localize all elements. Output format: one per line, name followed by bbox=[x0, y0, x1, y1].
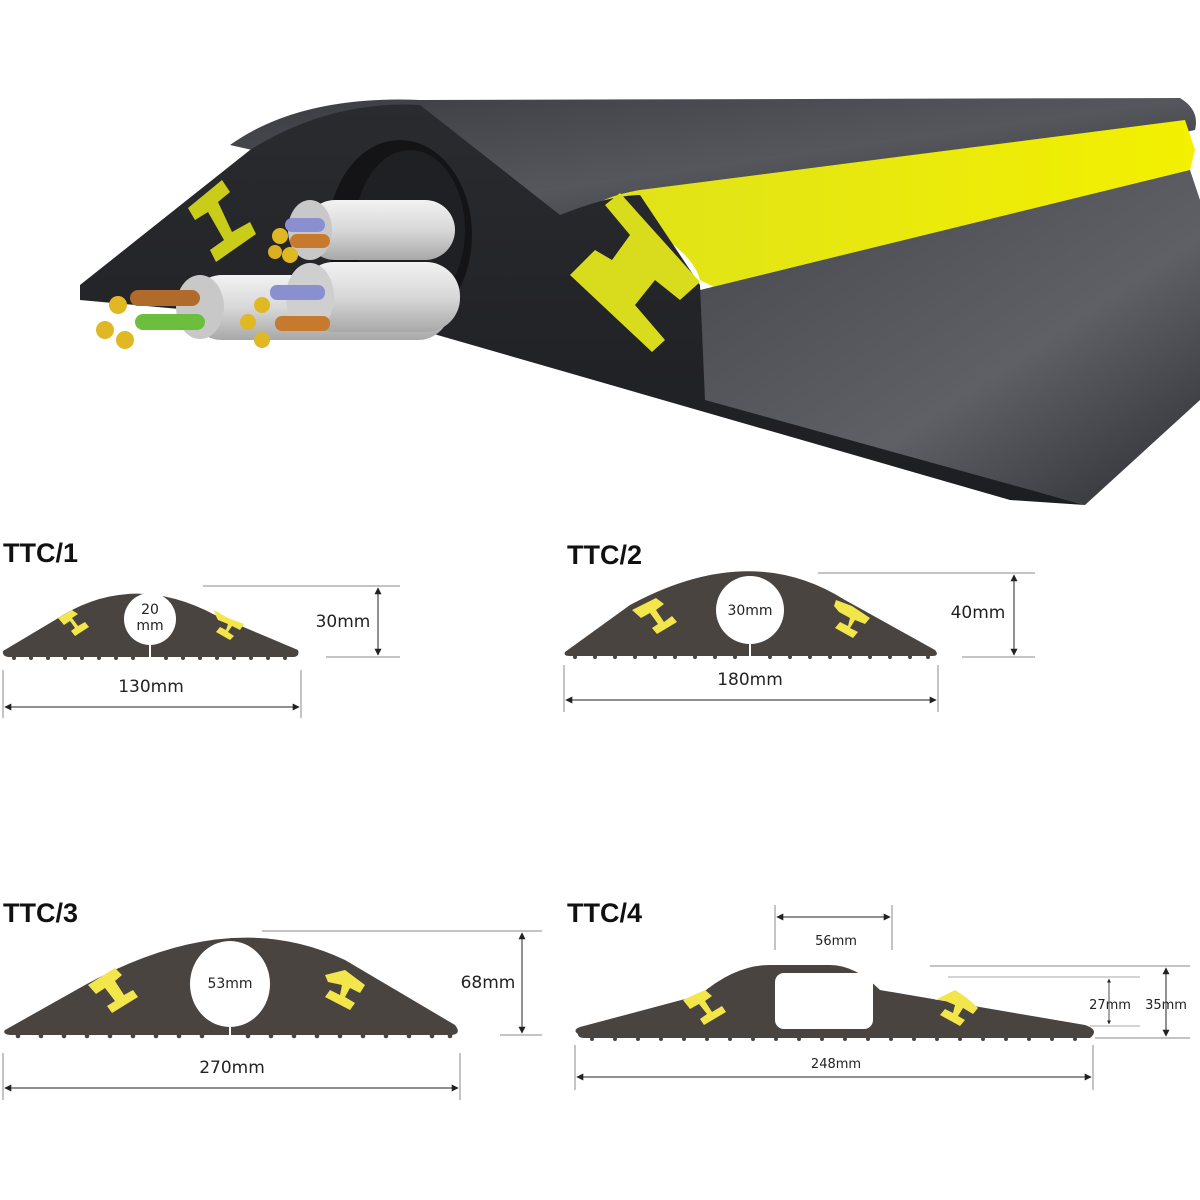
ttc4-channel-height-label: 27mm bbox=[1089, 998, 1131, 1013]
yellow-strip-top bbox=[595, 120, 1195, 290]
protector-ramp-face bbox=[700, 170, 1200, 505]
ttc4-height-label: 35mm bbox=[1145, 998, 1187, 1013]
ttc3-channel bbox=[190, 941, 270, 1027]
ttc3-height-label: 68mm bbox=[461, 973, 516, 993]
h-insert-left bbox=[188, 180, 256, 262]
ttc3-h-insert-right bbox=[325, 970, 365, 1010]
ttc4-channel bbox=[775, 973, 873, 1029]
ttc4-profile: 56mm 27mm 35mm 248mm bbox=[574, 905, 1190, 1090]
h-insert-right bbox=[570, 193, 700, 352]
ttc1-width-label: 130mm bbox=[118, 677, 184, 697]
ttc3-width-label: 270mm bbox=[199, 1058, 265, 1078]
ttc1-channel-label-1: 20 bbox=[141, 602, 159, 618]
ttc1-title: TTC/1 bbox=[3, 538, 79, 568]
ttc2-profile: 30mm 40mm 180mm bbox=[563, 571, 1035, 712]
ttc2-channel-label: 30mm bbox=[727, 603, 772, 619]
ttc4-h-insert-right bbox=[935, 990, 978, 1026]
ttc4-width-label: 248mm bbox=[811, 1057, 861, 1072]
ttc1-channel-label-2: mm bbox=[136, 618, 163, 634]
protector-top-surface bbox=[230, 98, 1196, 235]
ttc2-height-label: 40mm bbox=[951, 603, 1006, 623]
ttc2-h-insert-right bbox=[834, 600, 870, 638]
ttc1-height-label: 30mm bbox=[316, 612, 371, 632]
ttc2-h-insert-left bbox=[632, 598, 677, 634]
ttc2-width-label: 180mm bbox=[717, 670, 783, 690]
ttc1-profile: 20 mm 30mm 130mm bbox=[2, 585, 400, 718]
ttc4-title: TTC/4 bbox=[567, 898, 643, 928]
ttc3-h-insert-left bbox=[88, 968, 138, 1013]
ttc1-h-insert-right bbox=[214, 610, 244, 640]
cables bbox=[96, 200, 460, 349]
ttc3-profile: 53mm 68mm 270mm bbox=[2, 930, 542, 1100]
ttc4-h-insert-left bbox=[683, 990, 726, 1025]
ttc3-channel-label: 53mm bbox=[207, 976, 252, 992]
hero-cable-protector-illustration bbox=[80, 98, 1200, 505]
ttc2-title: TTC/2 bbox=[567, 540, 643, 570]
ttc1-channel bbox=[124, 593, 176, 645]
ttc1-h-insert-left bbox=[58, 610, 89, 636]
ttc2-channel bbox=[716, 576, 784, 644]
ttc4-channel-width-label: 56mm bbox=[815, 934, 857, 949]
ttc3-title: TTC/3 bbox=[3, 898, 79, 928]
